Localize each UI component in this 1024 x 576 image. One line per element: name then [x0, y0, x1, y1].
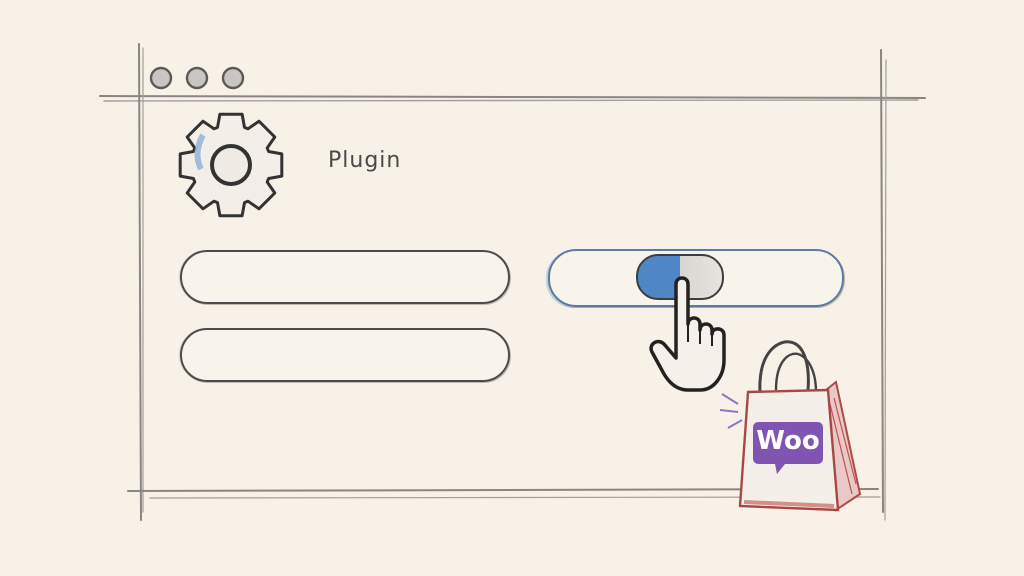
close-dot[interactable]	[149, 66, 173, 90]
window-controls	[149, 66, 245, 90]
settings-field-1[interactable]	[180, 250, 510, 304]
gear-icon	[178, 112, 284, 218]
speech-bubble-shape	[753, 422, 823, 474]
hand-pointer-icon	[649, 276, 726, 392]
woo-text: Woo	[756, 426, 820, 456]
woo-badge: Woo	[751, 420, 825, 474]
minimize-dot[interactable]	[185, 66, 209, 90]
plugin-label: Plugin	[328, 148, 402, 173]
maximize-dot[interactable]	[221, 66, 245, 90]
settings-field-2[interactable]	[180, 328, 510, 382]
